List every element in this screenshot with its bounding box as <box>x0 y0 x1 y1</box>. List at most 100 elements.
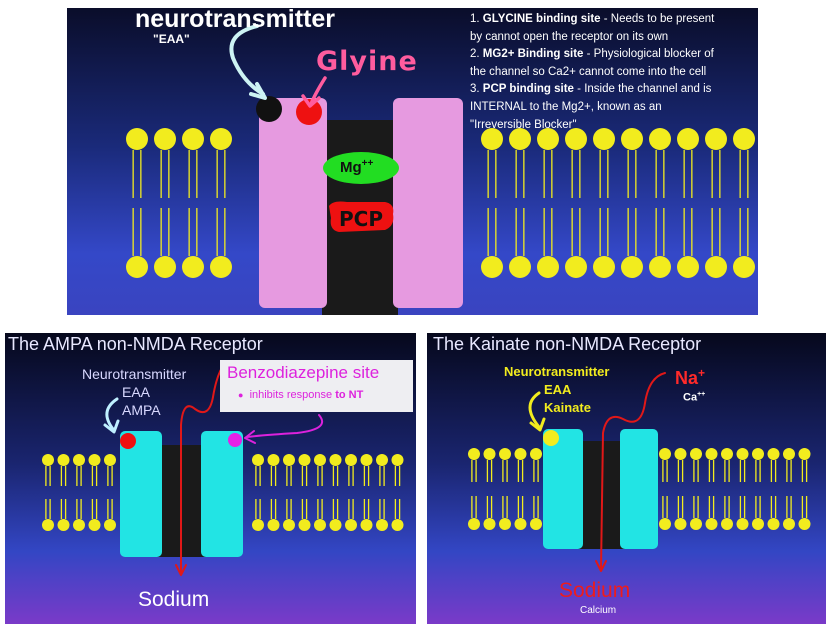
note-text: "Irreversible Blocker" <box>470 118 577 131</box>
lipid-head <box>752 518 764 530</box>
lipid-head <box>73 519 85 531</box>
note-text: - Physiological blocker of <box>583 48 714 61</box>
nt-arrow <box>229 24 265 96</box>
lipid-head <box>88 454 101 466</box>
lipid-head <box>690 518 702 530</box>
nmda-note-line: 2. MG2+ Binding site - Physiological blo… <box>470 46 758 64</box>
nmda-title: neurotransmitter <box>135 8 336 33</box>
nmda-note-line: 3. PCP binding site - Inside the channel… <box>470 81 758 99</box>
lipid-head <box>154 256 176 278</box>
lipid-head <box>73 454 85 466</box>
lipid-head <box>752 448 764 460</box>
na-label: Na+ <box>675 366 705 389</box>
note-text: INTERNAL to the Mg2+, known as an <box>470 100 662 113</box>
lipid-head <box>677 256 699 278</box>
note-text: - Inside the channel and is <box>573 83 712 96</box>
kainate-ion-arrow <box>600 372 666 570</box>
benzo-arrowhead <box>244 430 256 444</box>
lipid-head <box>509 256 531 278</box>
lipid-head <box>621 256 643 278</box>
benzodiazepine-title: Benzodiazepine site <box>227 363 380 382</box>
lipid-head <box>391 519 404 531</box>
ampa-nt-arrow <box>105 397 119 431</box>
lipid-head <box>674 448 687 460</box>
lipid-head <box>126 128 148 150</box>
mg-label-sup: ++ <box>361 158 374 169</box>
lipid-head <box>767 518 780 530</box>
lipid-head <box>57 519 70 531</box>
lipid-head <box>509 128 531 150</box>
lipid-head <box>674 518 687 530</box>
ampa-nt-line-3: AMPA <box>122 402 161 418</box>
benzo-arrow <box>246 414 324 438</box>
lipid-head <box>721 448 733 460</box>
lipid-head <box>690 448 702 460</box>
note-text: the channel so Ca2+ cannot come into the… <box>470 65 707 78</box>
glycine-site <box>296 99 322 125</box>
lipid-head <box>283 454 295 466</box>
lipid-head <box>705 256 727 278</box>
ca-label-sup: ++ <box>697 391 706 398</box>
ampa-subunit-left <box>120 431 162 557</box>
kainate-ion-arrowhead <box>595 560 607 572</box>
nmda-subunit-left <box>259 98 327 308</box>
note-number: 1. <box>470 13 483 25</box>
mg-label-text: Mg <box>340 159 362 176</box>
lipid-head <box>154 128 176 150</box>
lipid-head <box>314 454 326 466</box>
kainate-nt-line-1: Neurotransmitter <box>504 364 610 379</box>
lipid-head <box>733 128 755 150</box>
lipid-head <box>468 448 480 460</box>
ampa-diagram <box>42 362 404 576</box>
ampa-nt-line-1: Neurotransmitter <box>82 366 187 382</box>
lipid-head <box>593 128 615 150</box>
note-number: 2. <box>470 48 483 61</box>
nmda-diagram <box>126 24 755 315</box>
lipid-head <box>126 256 148 278</box>
lipid-head <box>182 128 204 150</box>
lipid-head <box>767 448 780 460</box>
lipid-head <box>499 448 511 460</box>
lipid-head <box>659 448 671 460</box>
lipid-head <box>314 519 326 531</box>
lipid-head <box>649 128 671 150</box>
sodium-arrowhead <box>175 564 187 576</box>
glycine-label: Glyine <box>316 46 418 77</box>
lipid-head <box>57 454 70 466</box>
note-number: 3. <box>470 83 483 96</box>
na-label-sup: + <box>698 366 706 380</box>
lipid-head <box>705 518 718 530</box>
ca-label-text: Ca <box>683 391 698 404</box>
lipid-head <box>537 128 559 150</box>
lipid-head <box>721 518 733 530</box>
lipid-head <box>376 454 388 466</box>
ampa-nt-arrowhead <box>103 419 120 434</box>
benzodiazepine-bullet: ● inhibits response to NT <box>238 389 364 401</box>
lipid-head <box>360 519 373 531</box>
pcp-label: PCP <box>339 207 383 231</box>
mg-label: Mg++ <box>340 158 373 176</box>
nmda-note-line: "Irreversible Blocker" <box>470 117 758 135</box>
lipid-head <box>565 128 587 150</box>
benzodiazepine-box: Benzodiazepine site ● inhibits response … <box>220 360 413 412</box>
lipid-head <box>283 519 295 531</box>
lipid-head <box>468 518 480 530</box>
kainate-title: The Kainate non-NMDA Receptor <box>433 334 702 354</box>
lipid-head <box>298 454 311 466</box>
lipid-head <box>736 518 749 530</box>
lipid-head <box>514 518 527 530</box>
lipid-head <box>481 256 503 278</box>
lipid-head <box>345 454 357 466</box>
nmda-notes: 1. GLYCINE binding site - Needs to be pr… <box>470 11 758 134</box>
benzo-bullet-text: inhibits response <box>249 389 333 401</box>
lipid-head <box>391 454 404 466</box>
lipid-head <box>329 519 342 531</box>
kainate-subunit-right <box>620 429 658 549</box>
lipid-head <box>210 256 232 278</box>
kainate-nt-line-3: Kainate <box>544 400 591 415</box>
lipid-head <box>376 519 388 531</box>
nt-arrowhead <box>249 82 267 100</box>
lipid-head <box>267 454 280 466</box>
lipid-head <box>649 256 671 278</box>
lipid-head <box>483 448 496 460</box>
